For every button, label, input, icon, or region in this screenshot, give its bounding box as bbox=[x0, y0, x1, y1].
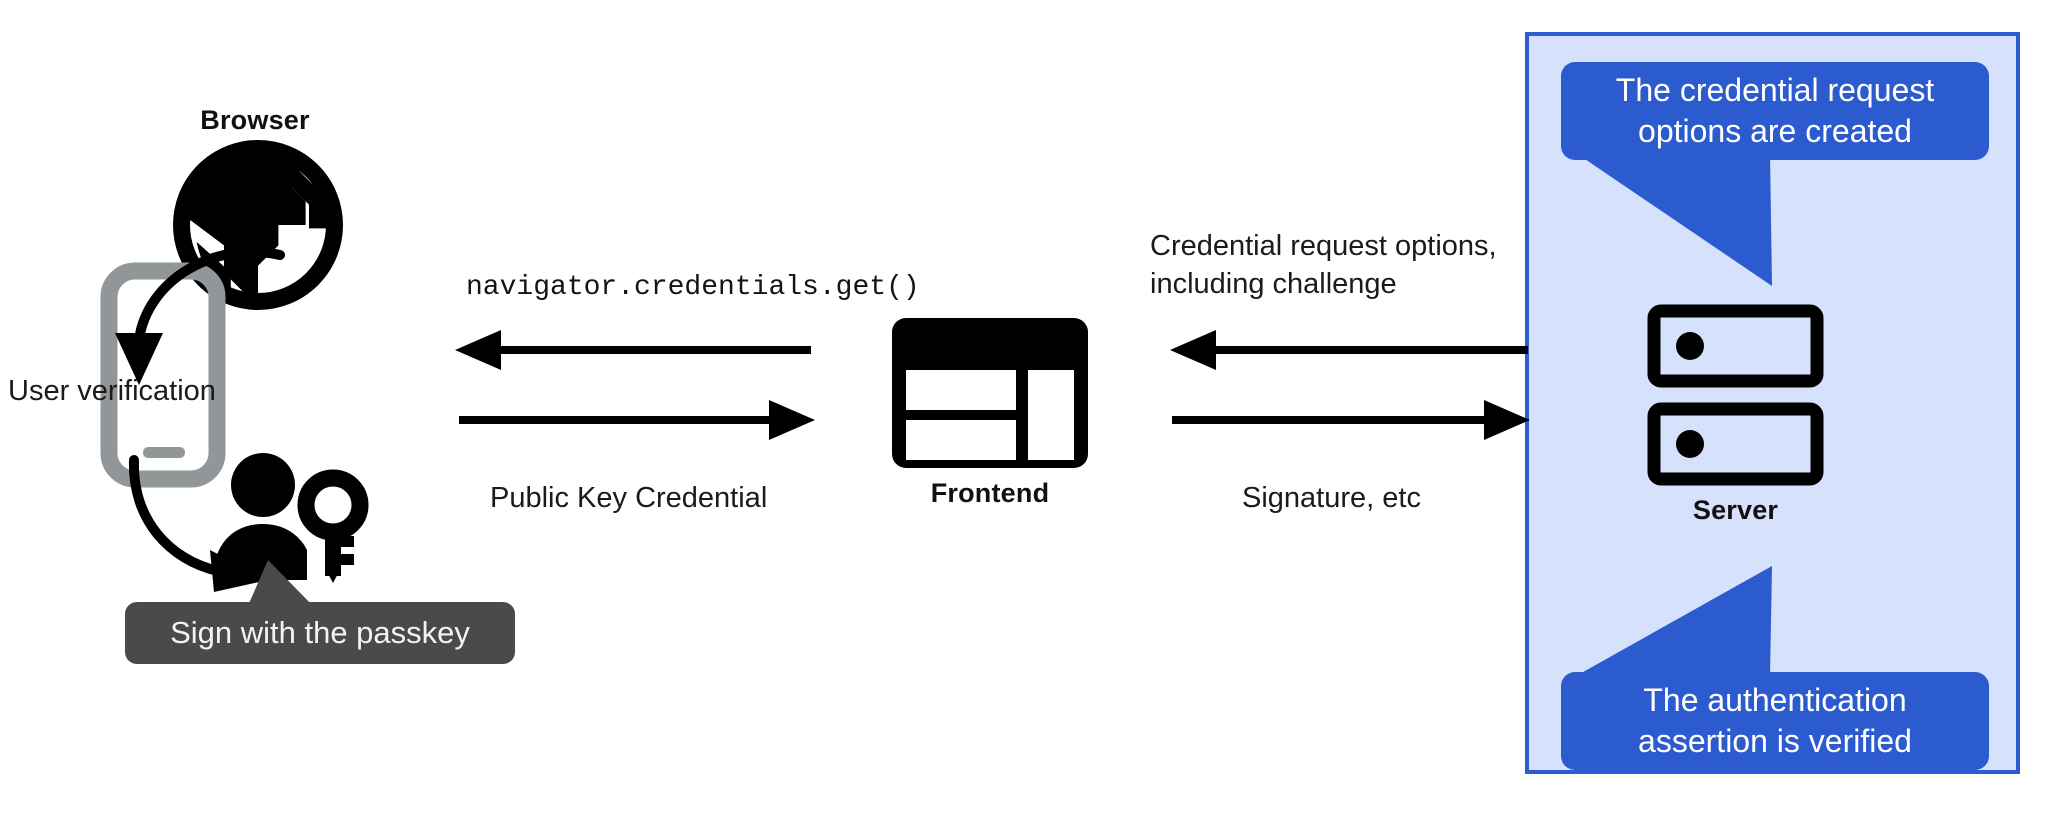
arrow-frontend-to-server bbox=[1170, 400, 1530, 440]
web-layout-icon bbox=[892, 318, 1088, 468]
browser-label: Browser bbox=[200, 105, 310, 135]
frontend-label: Frontend bbox=[930, 478, 1050, 508]
public-key-credential-label: Public Key Credential bbox=[490, 482, 768, 514]
credential-options-callout-tail bbox=[1560, 153, 1840, 293]
sign-callout-tail bbox=[205, 556, 335, 608]
arrow-server-to-frontend bbox=[1170, 330, 1530, 370]
sign-with-passkey-text: Sign with the passkey bbox=[170, 615, 470, 650]
server-rack-icon bbox=[1647, 304, 1824, 486]
mobile-phone-icon bbox=[100, 262, 226, 488]
credential-request-options-label: Credential request options, including ch… bbox=[1150, 230, 1497, 300]
authentication-assertion-callout-tail bbox=[1560, 566, 1840, 686]
server-label: Server bbox=[1692, 495, 1779, 525]
globe-icon bbox=[173, 140, 343, 310]
arrow-frontend-to-browser bbox=[455, 330, 815, 370]
navigator-credentials-get-label: navigator.credentials.get() bbox=[466, 272, 920, 303]
sign-with-passkey-callout: Sign with the passkey bbox=[125, 602, 515, 664]
authentication-assertion-callout-text: The authentication assertion is verified bbox=[1638, 682, 1912, 759]
authentication-assertion-callout: The authentication assertion is verified bbox=[1561, 672, 1989, 770]
arrow-browser-to-frontend bbox=[455, 400, 815, 440]
person-with-key-icon bbox=[205, 450, 380, 595]
user-verification-label: User verification bbox=[8, 375, 216, 407]
signature-etc-label: Signature, etc bbox=[1242, 482, 1421, 514]
credential-options-callout-text: The credential request options are creat… bbox=[1615, 72, 1935, 149]
arrow-browser-to-phone bbox=[85, 230, 305, 420]
credential-options-callout: The credential request options are creat… bbox=[1561, 62, 1989, 160]
